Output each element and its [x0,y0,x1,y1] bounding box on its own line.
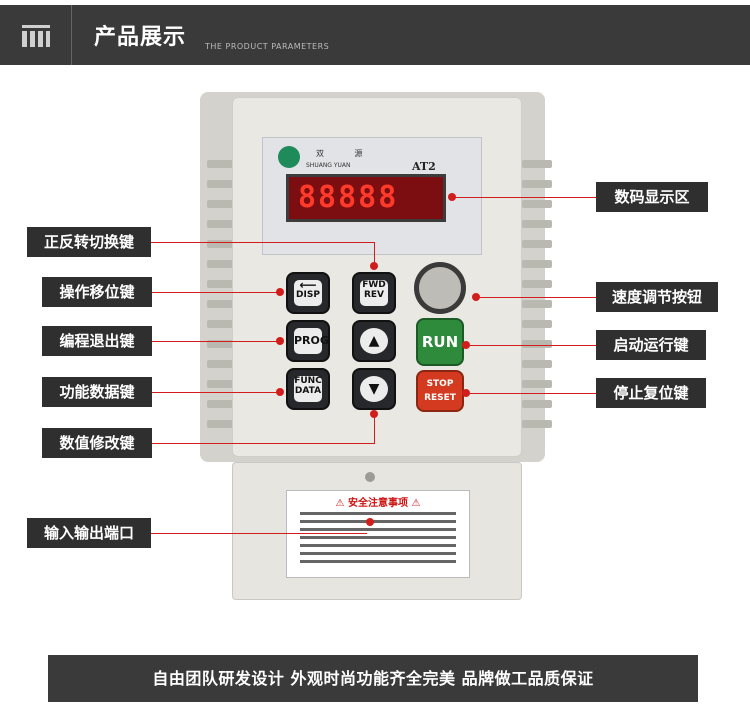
leader-line [374,414,375,444]
up-key[interactable]: ▲ [352,320,396,362]
reset-key-label: RESET [424,393,456,403]
data-key-label: DATA [294,386,322,396]
triangle-down-icon: ▼ [360,376,388,402]
stop-reset-key[interactable]: STOP RESET [416,370,464,412]
leader-line [466,393,596,394]
warning-text-line [300,512,456,515]
leader-dot [462,341,470,349]
speed-knob[interactable] [414,262,466,314]
warning-text-line [300,560,456,563]
warning-text-line [300,544,456,547]
leader-line [152,341,280,342]
callout-speed-knob: 速度调节按钮 [596,282,718,312]
callout-fwd-rev-key: 正反转切换键 [27,227,151,257]
leader-line [152,392,280,393]
leader-line [152,292,280,293]
prog-key[interactable]: PROG [286,320,330,362]
callout-prog-exit-key: 编程退出键 [42,326,152,356]
leader-dot [366,518,374,526]
callout-run-key: 启动运行键 [596,330,706,360]
leader-dot [276,388,284,396]
warning-text-line [300,528,456,531]
stop-key-label: STOP [426,379,454,389]
callout-io-port: 输入输出端口 [27,518,151,548]
callout-value-modify-key: 数值修改键 [42,428,152,458]
header-bar: 产品展示 THE PRODUCT PARAMETERS [0,5,750,65]
rev-key-label: REV [363,290,385,300]
warning-label [286,490,470,578]
page-title: 产品展示 [94,25,187,50]
fwd-key-label: FWD [362,280,386,290]
leader-dot [370,262,378,270]
leader-line [476,297,596,298]
leader-line [466,345,596,346]
run-key[interactable]: RUN [416,318,464,366]
fwd-rev-key-face: FWD REV [360,280,388,306]
led-display [286,174,446,222]
disp-key[interactable]: ⟵ DISP [286,272,330,314]
brand-logo-icon [278,146,300,168]
model-label: AT2 [412,160,436,173]
leader-dot [370,410,378,418]
warning-text-line [300,536,456,539]
leader-line [452,197,596,198]
footer-slogan: 自由团队研发设计 外观时尚功能齐全完美 品牌做工品质保证 [48,655,698,702]
leader-dot [276,337,284,345]
led-display-text: 88888 [298,180,399,215]
arrow-left-icon: ⟵ [299,278,317,292]
left-vents [203,150,239,440]
warning-title: ⚠ 安全注意事项 ⚠ [335,498,421,509]
leader-line [374,242,375,264]
leader-line [151,533,367,534]
leader-line [152,443,375,444]
brand-name-en: SHUANG YUAN [306,162,351,169]
fwd-rev-key[interactable]: FWD REV [352,272,396,314]
down-key[interactable]: ▼ [352,368,396,410]
leader-dot [276,288,284,296]
func-data-key-face: FUNC DATA [294,376,322,402]
header-icon-box [0,5,72,65]
warning-text-line [300,520,456,523]
brand-name-cn: 双 源 [316,149,377,158]
page-subtitle: THE PRODUCT PARAMETERS [205,42,330,51]
callout-func-data-key: 功能数据键 [42,377,152,407]
leader-dot [472,293,480,301]
triangle-up-icon: ▲ [360,328,388,354]
func-data-key[interactable]: FUNC DATA [286,368,330,410]
callout-stop-reset-key: 停止复位键 [596,378,706,408]
screw-icon [365,472,375,482]
leader-line [151,242,375,243]
warning-text-line [300,552,456,555]
columns-icon [22,25,50,47]
func-key-label: FUNC [294,376,322,386]
leader-dot [448,193,456,201]
callout-shift-key: 操作移位键 [42,277,152,307]
disp-key-face: ⟵ DISP [294,278,322,306]
disp-key-label: DISP [296,290,320,300]
right-vents [518,150,554,440]
callout-display-area: 数码显示区 [596,182,708,212]
prog-key-label: PROG [294,328,329,354]
leader-dot [462,389,470,397]
